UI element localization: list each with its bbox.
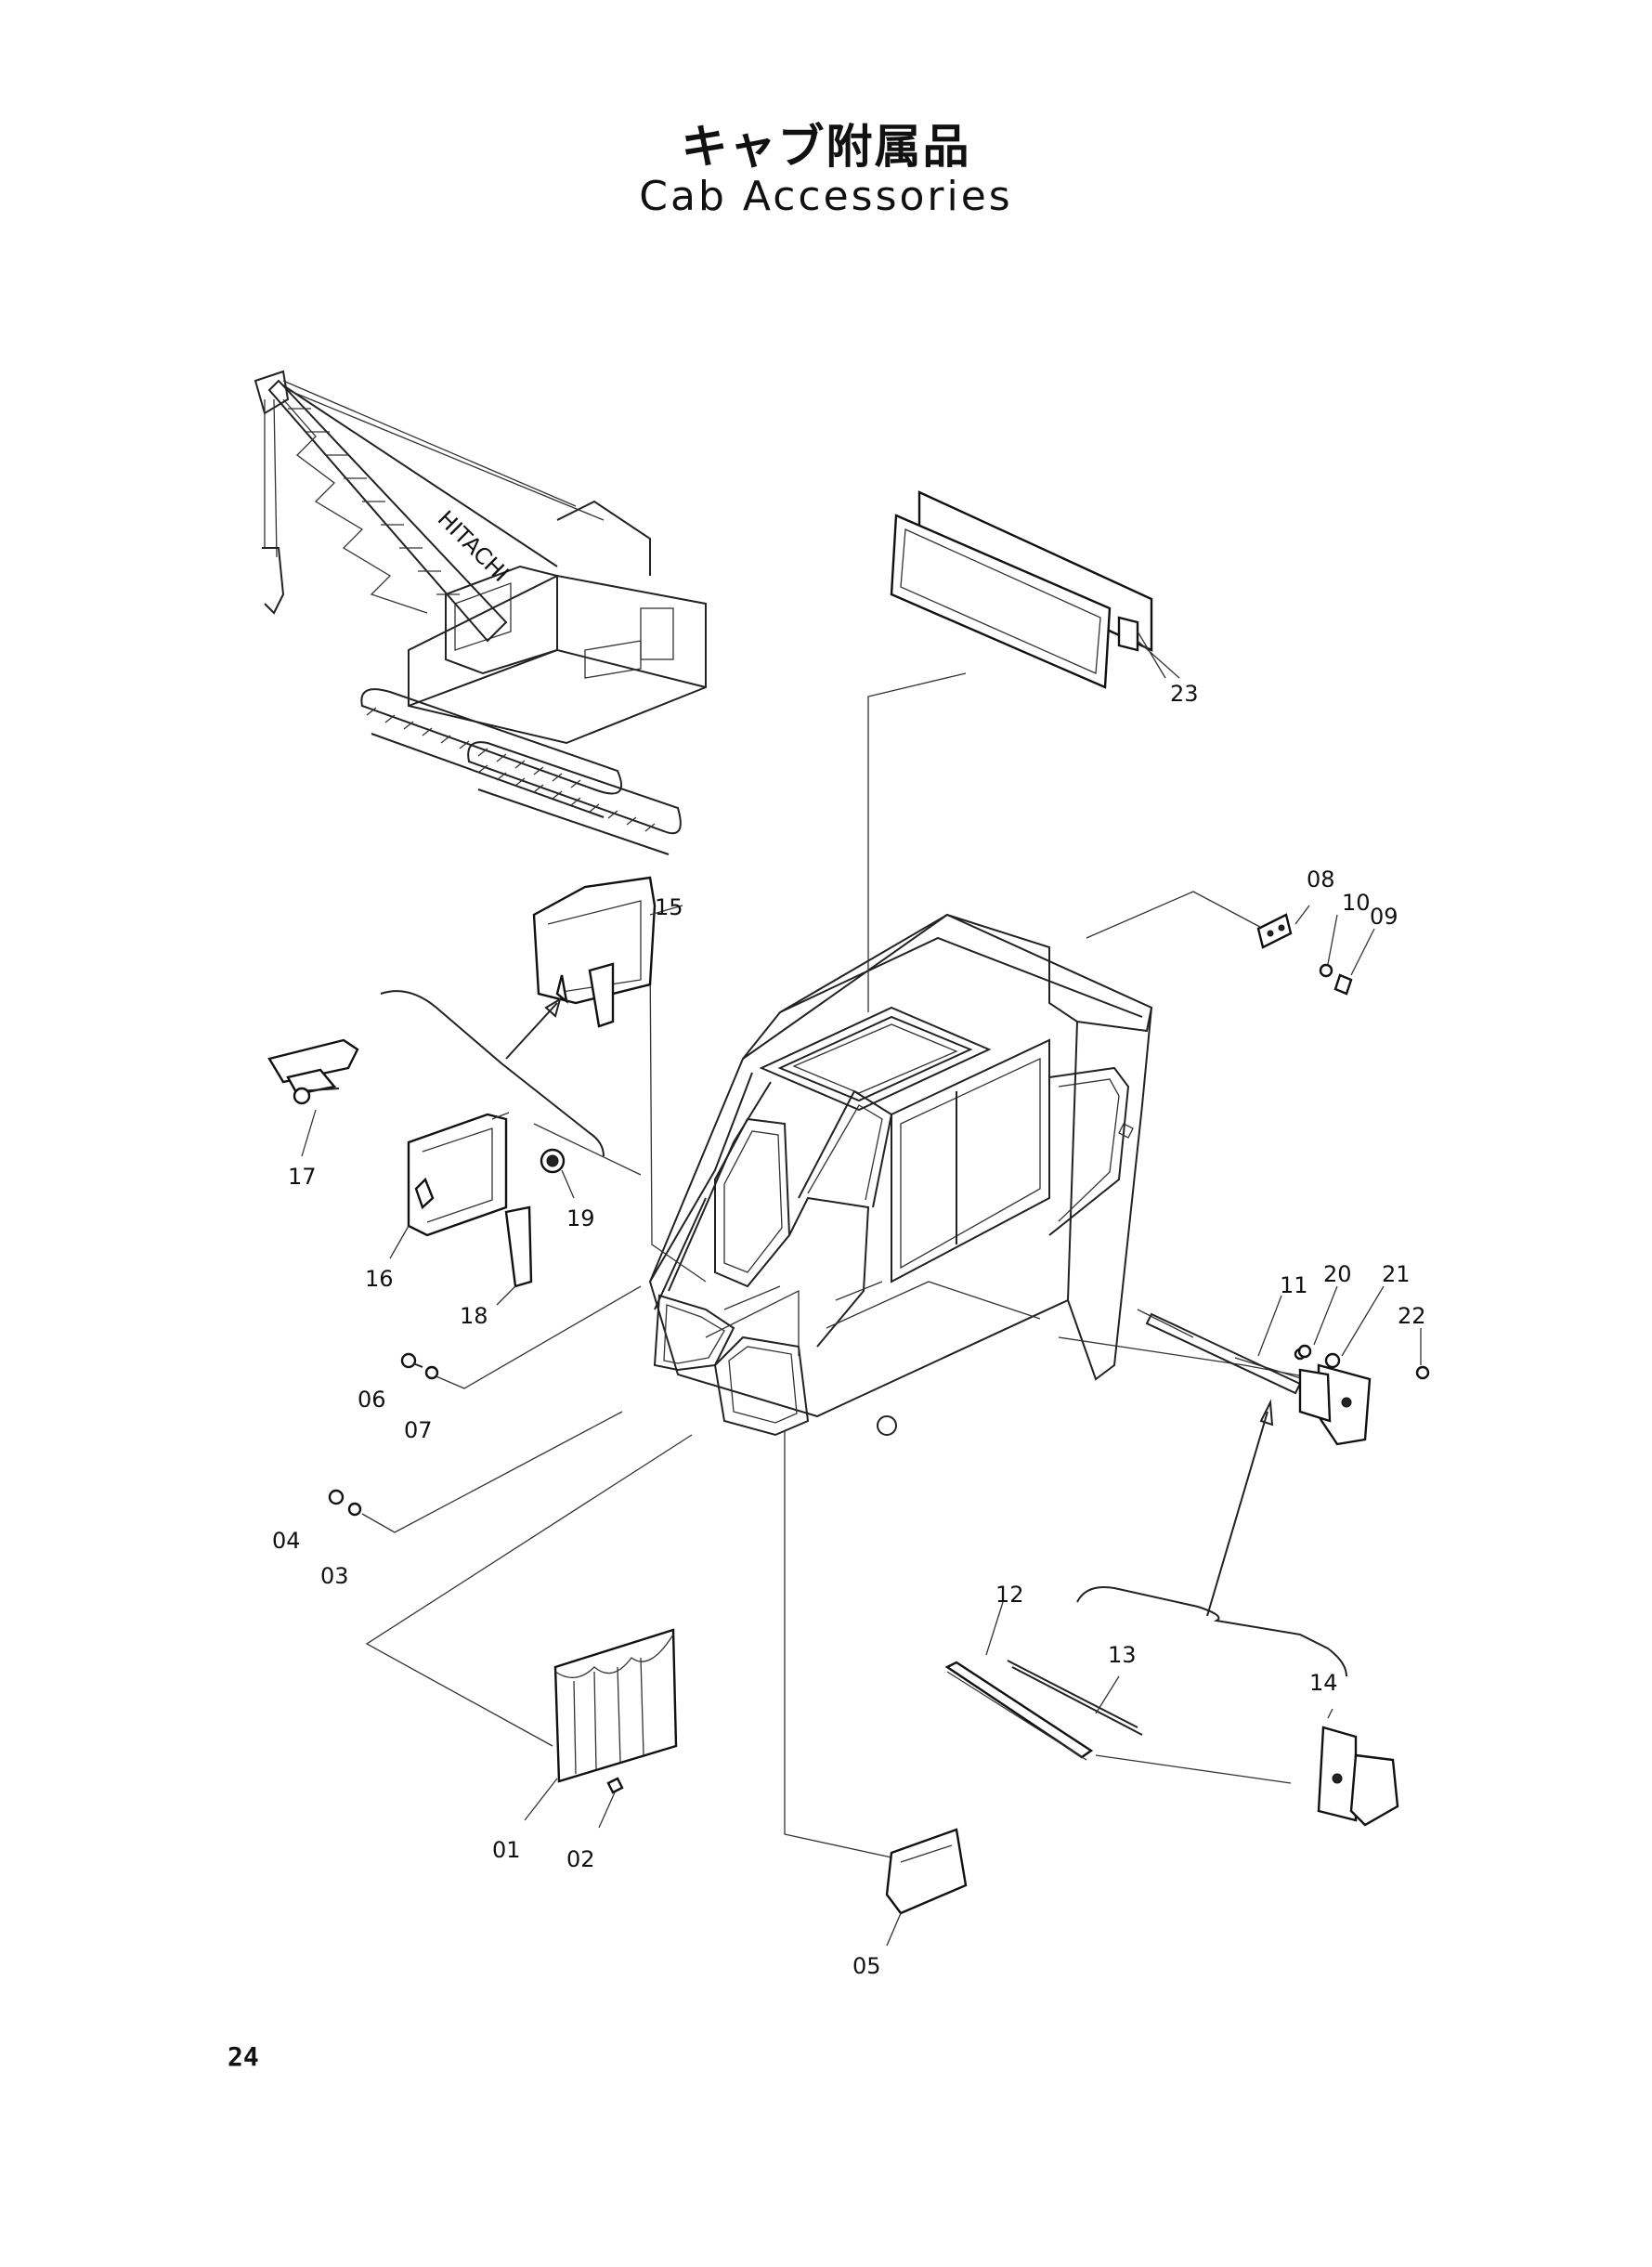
callout-04: 04 <box>272 1528 301 1554</box>
callout-17: 17 <box>288 1164 317 1190</box>
parts-08-09-10-bracket <box>1256 905 1375 996</box>
callout-18: 18 <box>460 1303 488 1329</box>
parts-20-21-22-fasteners <box>1297 1285 1430 1380</box>
part-11-wiper-assembly <box>1137 1295 1372 1446</box>
part-23-rear-glass <box>890 490 1180 689</box>
callout-08: 08 <box>1307 866 1335 892</box>
part-13-wiper-blade <box>1007 1660 1143 1736</box>
callout-01: 01 <box>492 1837 521 1863</box>
part-19-grommet <box>540 1148 575 1199</box>
callout-21: 21 <box>1382 1261 1411 1287</box>
group-bracket-12-14 <box>1076 1399 1347 1677</box>
part-16-switch-plate <box>389 1112 510 1259</box>
part-14-wiper-motor <box>1317 1708 1399 1827</box>
part-17-knob <box>267 1038 359 1157</box>
callout-13: 13 <box>1108 1642 1137 1668</box>
parts-06-07-bolt-washer <box>400 1352 439 1380</box>
part-12-wiper-arm <box>944 1601 1094 1761</box>
callout-03: 03 <box>320 1563 349 1589</box>
part-05-lamp <box>885 1828 968 1947</box>
callout-05: 05 <box>852 1953 881 1979</box>
callout-10: 10 <box>1342 890 1371 916</box>
part-15-wiper-motor <box>380 876 683 1157</box>
callout-19: 19 <box>566 1205 595 1231</box>
part-01-curtain <box>524 1628 678 1821</box>
callout-12: 12 <box>995 1582 1024 1608</box>
part-02-screw <box>598 1777 624 1829</box>
parts-03-04-nut-washer <box>328 1489 362 1517</box>
page-title-english: Cab Accessories <box>639 173 1013 220</box>
leader-lines <box>361 672 1320 1858</box>
callout-14: 14 <box>1309 1670 1338 1696</box>
svg-text:HITACHI: HITACHI <box>433 505 514 587</box>
callout-02: 02 <box>566 1846 595 1872</box>
cab-body <box>648 913 1153 1437</box>
page-number: 24 <box>228 2041 259 2072</box>
callout-09: 09 <box>1370 904 1398 930</box>
callout-11: 11 <box>1280 1272 1308 1298</box>
callout-22: 22 <box>1398 1303 1426 1329</box>
callout-23: 23 <box>1170 681 1199 707</box>
callout-15: 15 <box>655 894 683 920</box>
crane-illustration: HITACHI <box>254 370 707 855</box>
callout-labels: 01 02 03 04 05 06 07 08 09 10 11 12 13 1… <box>272 681 1426 1979</box>
callout-06: 06 <box>358 1387 386 1413</box>
page-title-japanese: キャブ附属品 <box>681 120 971 174</box>
callout-07: 07 <box>404 1417 433 1443</box>
callout-16: 16 <box>365 1266 394 1292</box>
callout-20: 20 <box>1323 1261 1352 1287</box>
part-18-lever <box>496 1205 533 1306</box>
